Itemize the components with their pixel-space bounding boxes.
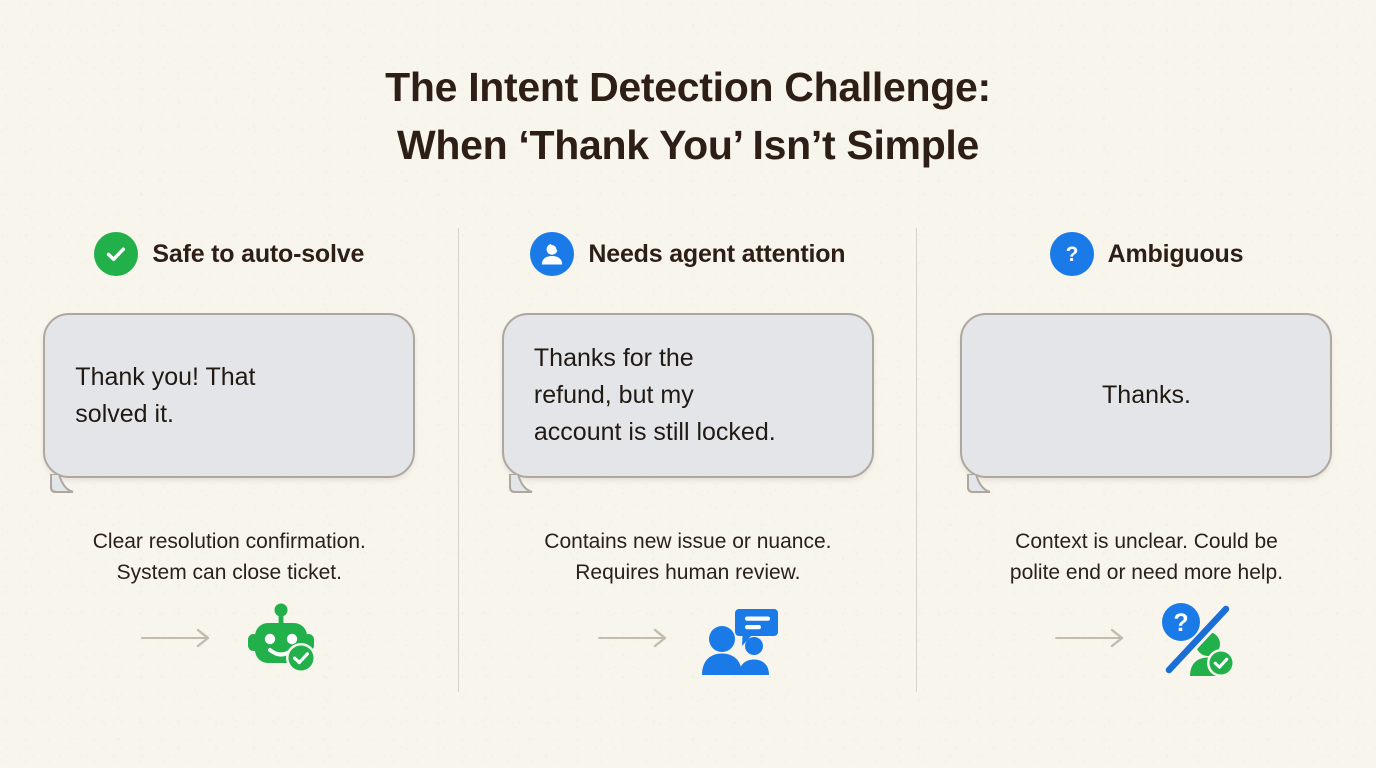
question-circle-icon: ? (1049, 232, 1094, 276)
bubble-tail-icon (508, 474, 533, 493)
svg-text:?: ? (1174, 609, 1189, 637)
message-bubble: Thanks for the refund, but my account is… (501, 313, 874, 478)
message-bubble-wrap: Thank you! That solved it. (43, 313, 416, 493)
column-ambiguous: ? Ambiguous Thanks. Context is unclear. … (917, 228, 1376, 698)
message-bubble-wrap: Thanks. (960, 313, 1333, 493)
message-bubble-wrap: Thanks for the refund, but my account is… (501, 313, 874, 493)
arrow-right-icon (1055, 628, 1124, 648)
column-divider (457, 228, 459, 692)
title-line-1: The Intent Detection Challenge: (385, 64, 991, 110)
column-caption: Context is unclear. Could be polite end … (1009, 530, 1284, 584)
people-chat-icon (701, 609, 778, 675)
category-columns: Safe to auto-solve Thank you! That solve… (0, 228, 1376, 698)
column-divider (916, 228, 918, 692)
column-header: Needs agent attention (530, 231, 846, 277)
arrow-right-icon (141, 628, 210, 648)
bubble-tail-icon (50, 474, 74, 493)
column-footer: ? (917, 592, 1376, 684)
agent-headset-icon (530, 232, 575, 276)
message-text: Thanks for the refund, but my account is… (533, 344, 776, 446)
column-header: ? Ambiguous (1049, 231, 1244, 277)
bubble-tail-icon (967, 474, 991, 493)
question-slash-person-check-icon: ? (1162, 602, 1236, 676)
column-needs-agent-attention: Needs agent attention Thanks for the ref… (459, 228, 918, 698)
column-caption: Clear resolution confirmation. System ca… (92, 530, 366, 584)
column-caption: Contains new issue or nuance. Requires h… (544, 530, 832, 584)
title-line-2: When ‘Thank You’ Isn’t Simple (396, 122, 980, 168)
column-header: Safe to auto-solve (94, 231, 364, 277)
check-circle-icon (94, 232, 139, 276)
message-bubble: Thanks. (960, 313, 1333, 478)
robot-check-icon (248, 603, 317, 673)
message-bubble: Thank you! That solved it. (43, 313, 416, 478)
column-header-label: Safe to auto-solve (152, 239, 365, 268)
message-text: Thanks. (1102, 381, 1191, 409)
column-header-label: Ambiguous (1107, 239, 1244, 268)
message-text: Thank you! That solved it. (75, 362, 256, 428)
column-footer (0, 592, 459, 684)
column-safe-to-auto-solve: Safe to auto-solve Thank you! That solve… (0, 228, 459, 698)
page-title: The Intent Detection Challenge: When ‘Th… (0, 58, 1376, 174)
column-header-label: Needs agent attention (588, 239, 846, 268)
column-footer (459, 592, 918, 684)
svg-text:?: ? (1065, 243, 1078, 266)
arrow-right-icon (597, 628, 667, 648)
